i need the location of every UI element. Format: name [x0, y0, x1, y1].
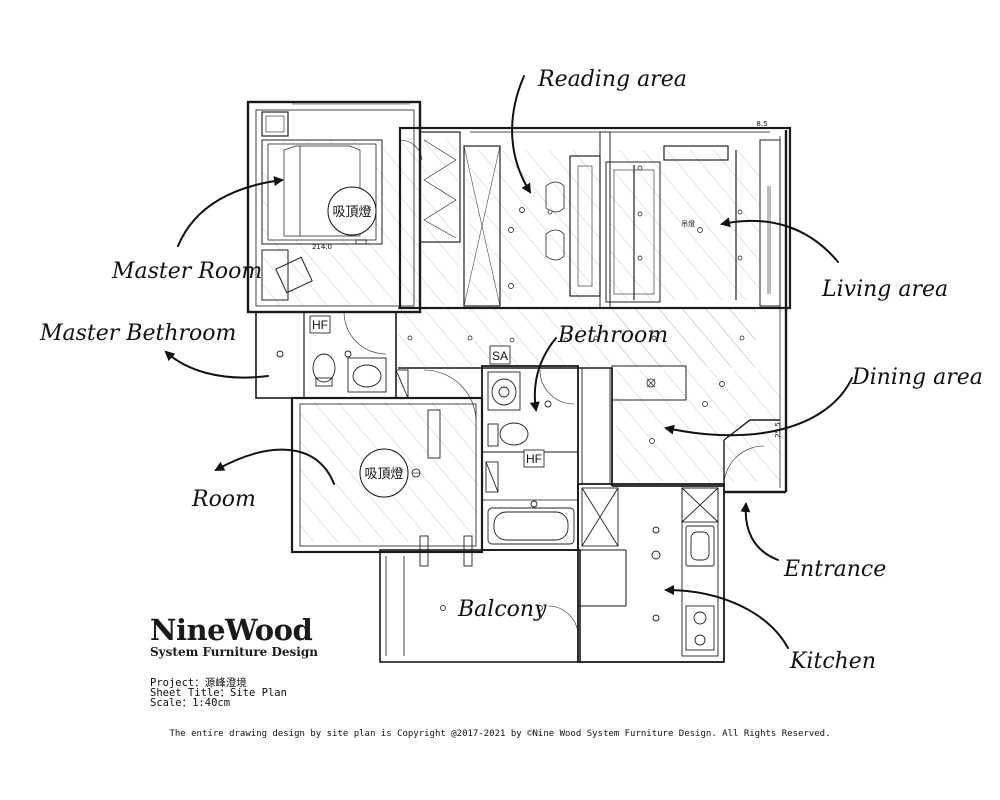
label-bathroom: Bethroom [557, 323, 668, 348]
dimension-214: 214.0 [312, 243, 332, 251]
floor-hatching [262, 140, 782, 542]
label-entrance: Entrance [783, 557, 886, 582]
hf-master-mark: HF [309, 315, 331, 334]
hf-master-label: HF [312, 318, 328, 332]
bathroom-arrow [529, 337, 557, 412]
master-ceiling-light-label: 吸頂燈 [332, 205, 371, 220]
label-living-area: Living area [821, 277, 948, 302]
label-reading-area: Reading area [537, 67, 687, 92]
pendant-light-label: 吊燈 [681, 219, 695, 228]
kitchen-fixtures [547, 445, 765, 657]
brand-logo: NineWood System Furniture Design [150, 615, 350, 659]
project-line: Project：源峰澄境 [150, 677, 247, 689]
living-area-furniture [605, 139, 781, 401]
label-dining-area: Dining area [851, 365, 983, 390]
room-ceiling-light-label: 吸頂燈 [364, 467, 403, 482]
hf-bath-mark: HF [523, 449, 545, 468]
sa-mark: SA [489, 345, 511, 365]
room-furniture [419, 369, 477, 567]
master-room-arrow [177, 176, 284, 247]
kitchen-arrow [664, 585, 789, 649]
room-ceiling-light: 吸頂燈 [359, 448, 421, 498]
label-master-bathroom: Master Bethroom [39, 321, 236, 346]
living-spotlights [407, 165, 745, 444]
annotation-arrows [164, 75, 853, 649]
sa-label: SA [492, 349, 508, 363]
brand-name: NineWood [150, 613, 313, 647]
dining-arrow [664, 377, 853, 437]
label-kitchen: Kitchen [789, 649, 876, 674]
master-bathroom-arrow [164, 350, 269, 379]
label-master-room: Master Room [111, 259, 262, 284]
master-bathroom-fixtures [276, 311, 409, 399]
master-ceiling-light: 吸頂燈 214.0 [312, 186, 377, 251]
sheet-info: Project：源峰澄境 Sheet Title：Site Plan Scale… [150, 677, 287, 709]
reading-spotlights [508, 207, 553, 289]
copyright-notice: The entire drawing design by site plan i… [169, 729, 831, 739]
brand-tagline: System Furniture Design [150, 645, 318, 659]
reading-area-furniture [463, 131, 611, 309]
bathroom-fixtures [485, 367, 611, 545]
reading-arrow [511, 75, 532, 194]
label-room: Room [191, 487, 256, 512]
room-arrow [214, 448, 335, 485]
entrance-arrow [740, 502, 779, 561]
label-balcony: Balcony [457, 597, 547, 622]
sheet-title-line: Sheet Title：Site Plan [150, 687, 287, 699]
hf-bath-label: HF [526, 452, 542, 466]
living-arrow [720, 217, 839, 263]
scale-line: Scale：1:40cm [150, 697, 231, 709]
dimension-85: 8.5 [756, 120, 767, 128]
balcony-spotlights [440, 605, 543, 611]
